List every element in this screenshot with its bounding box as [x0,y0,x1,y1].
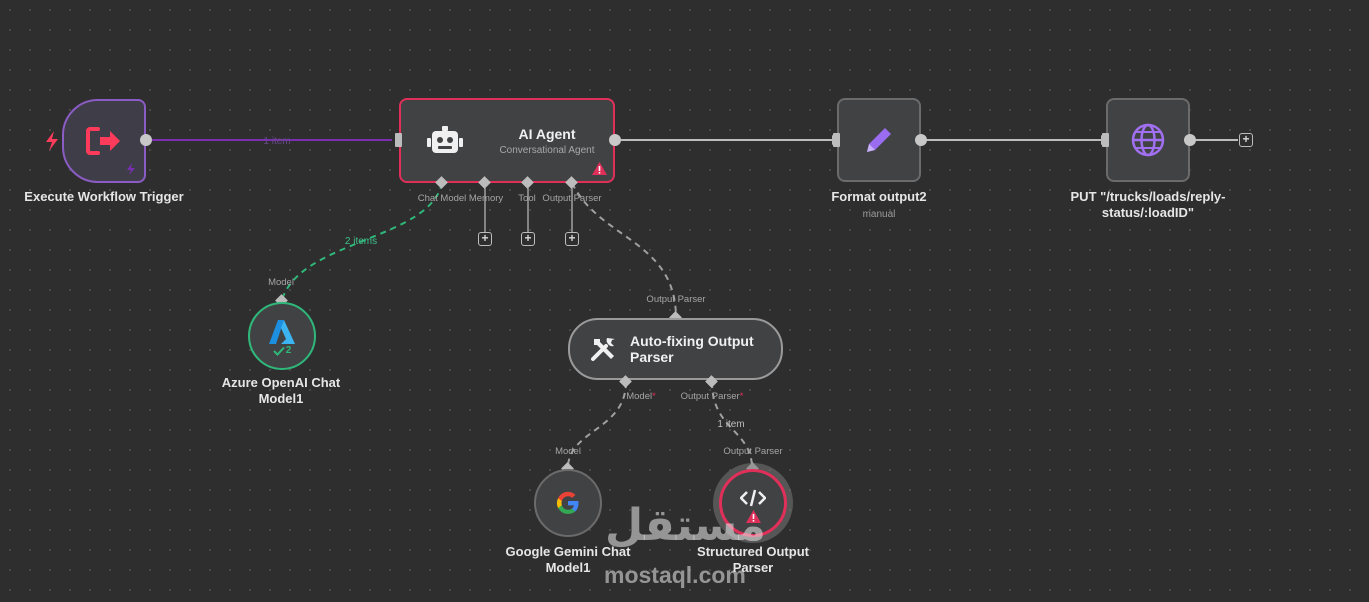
autofix-parser-text: Output Parser [680,391,740,402]
connection-agent-autofix[interactable] [571,182,677,319]
autofix-parser-label: Output Parser* [681,391,744,402]
bolt-badge-icon [127,163,135,175]
http-label: PUT "/trucks/loads/reply- status/:loadID… [1071,189,1226,221]
add-memory-button[interactable]: + [478,232,492,246]
node-auto-fixing-output-parser[interactable]: Auto-fixing Output Parser [568,318,783,380]
autofix-title: Auto-fixing Output Parser [630,333,754,365]
watermark-latin: mostaql.com [604,562,746,588]
node-ai-agent[interactable]: AI Agent Conversational Agent [399,98,615,183]
warning-icon[interactable] [592,162,607,175]
node-http-put[interactable] [1106,98,1190,182]
node-azure-openai-chat-model[interactable]: 2 [248,302,316,370]
node-google-gemini-chat-model[interactable] [534,469,602,537]
globe-icon [1131,123,1165,157]
add-node-button[interactable]: + [1239,133,1253,147]
add-tool-button[interactable]: + [521,232,535,246]
structured-label-line2: Parser [732,560,774,575]
format-output-port[interactable] [915,134,927,146]
required-mark: * [739,391,744,402]
structured-port-label: Output Parser [723,446,783,457]
connection-autofix-structured[interactable] [711,381,753,469]
trigger-output-port[interactable] [140,134,152,146]
structured-label-line1: Structured Output [697,544,809,559]
gemini-label-line1: Google Gemini Chat [505,544,631,559]
robot-icon [427,125,463,153]
edge-items-label: 2 items [344,236,378,247]
autofix-title-line2: Parser [630,349,674,365]
autofix-model-text: Model [626,391,653,402]
autofix-model-label: Model* [626,391,656,402]
node-execute-workflow-trigger[interactable] [62,99,146,183]
google-logo-icon [556,491,579,515]
add-output-parser-button[interactable]: + [565,232,579,246]
pencil-icon [867,128,891,152]
warning-icon[interactable] [745,510,761,523]
agent-output-port[interactable] [609,134,621,146]
agent-subtitle: Conversational Agent [499,144,595,156]
connection-autofix-gemini[interactable] [567,381,627,469]
http-label-line2: status/:loadID" [1101,205,1195,220]
port-label-output-parser: Output Parser [542,193,602,204]
gemini-label: Google Gemini Chat Model1 [506,544,631,576]
trigger-label: Execute Workflow Trigger [24,189,184,204]
required-mark: * [652,391,656,402]
port-label-tool: Tool [518,193,536,204]
gemini-port-label: Model [555,446,581,457]
tools-icon [591,338,615,361]
connection-agent-azure[interactable] [281,182,443,301]
azure-logo-icon [269,320,295,344]
http-input-port[interactable] [1102,133,1109,147]
http-output-port[interactable] [1184,134,1196,146]
azure-run-count: 2 [285,345,292,356]
format-label: Format output2 [831,189,927,204]
azure-label: Azure OpenAI Chat Model1 [222,375,340,407]
sign-out-icon [86,127,120,155]
trigger-bolt-icon [46,131,58,151]
format-sublabel: manual [862,209,896,220]
node-structured-output-parser[interactable] [719,469,787,537]
format-input-port[interactable] [833,133,840,147]
autofix-port-label: Output Parser [646,294,706,305]
port-label-chat-model: Chat Model [417,193,467,204]
watermark-arabic: مستقل [605,500,766,551]
gemini-label-line2: Model1 [545,560,591,575]
agent-title: AI Agent [518,125,576,142]
code-icon [740,489,766,507]
port-label-memory: Memory [468,193,504,204]
autofix-title-line1: Auto-fixing Output [630,333,754,349]
agent-input-port[interactable] [395,133,402,147]
structured-label: Structured Output Parser [697,544,809,576]
edge-items-label: 1 item [717,419,745,430]
azure-port-label: Model [268,277,294,288]
azure-label-line1: Azure OpenAI Chat [221,375,341,390]
edge-items-label: 1 item [263,136,291,147]
node-format-output2[interactable] [837,98,921,182]
http-label-line1: PUT "/trucks/loads/reply- [1070,189,1226,204]
check-icon [273,346,285,356]
azure-label-line2: Model1 [258,391,304,406]
